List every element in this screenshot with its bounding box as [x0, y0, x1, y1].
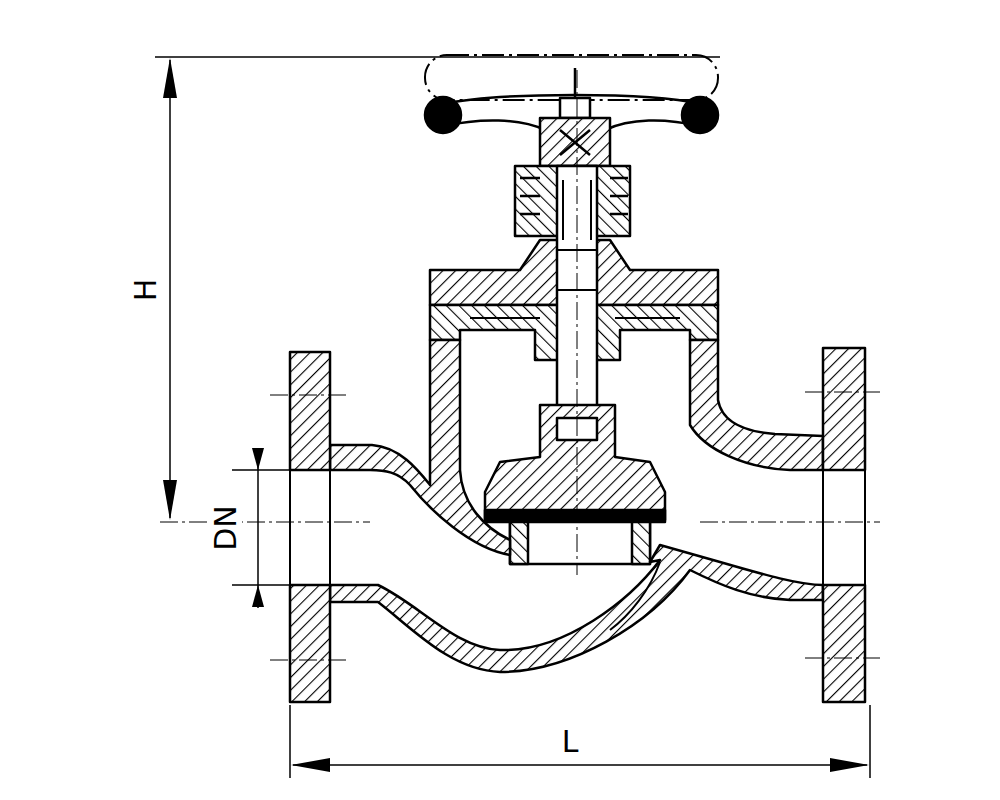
dimension-label: H	[130, 276, 162, 305]
handwheel-knob	[682, 97, 718, 133]
handwheel-nut	[560, 98, 590, 118]
arrowheads	[163, 58, 869, 772]
hub	[540, 118, 610, 166]
body-wall	[690, 340, 823, 470]
hub-square	[560, 130, 590, 155]
seat	[510, 522, 650, 564]
handwheel-knob	[425, 97, 461, 133]
body-wall	[330, 340, 510, 555]
flange	[290, 585, 330, 702]
seat-ring	[510, 522, 528, 564]
flange	[823, 348, 865, 470]
center-line	[160, 70, 880, 660]
disc-seal	[485, 510, 665, 522]
handwheel-outline	[425, 55, 718, 100]
handwheel-nut	[574, 68, 577, 100]
dimension-lines	[155, 57, 870, 778]
valve-disc	[485, 405, 665, 520]
partition	[610, 562, 660, 630]
flange	[290, 352, 330, 470]
dimension-label: DN	[210, 502, 242, 554]
seat-ring	[632, 522, 650, 564]
flange	[823, 585, 865, 702]
dimension-label: L	[559, 726, 582, 758]
